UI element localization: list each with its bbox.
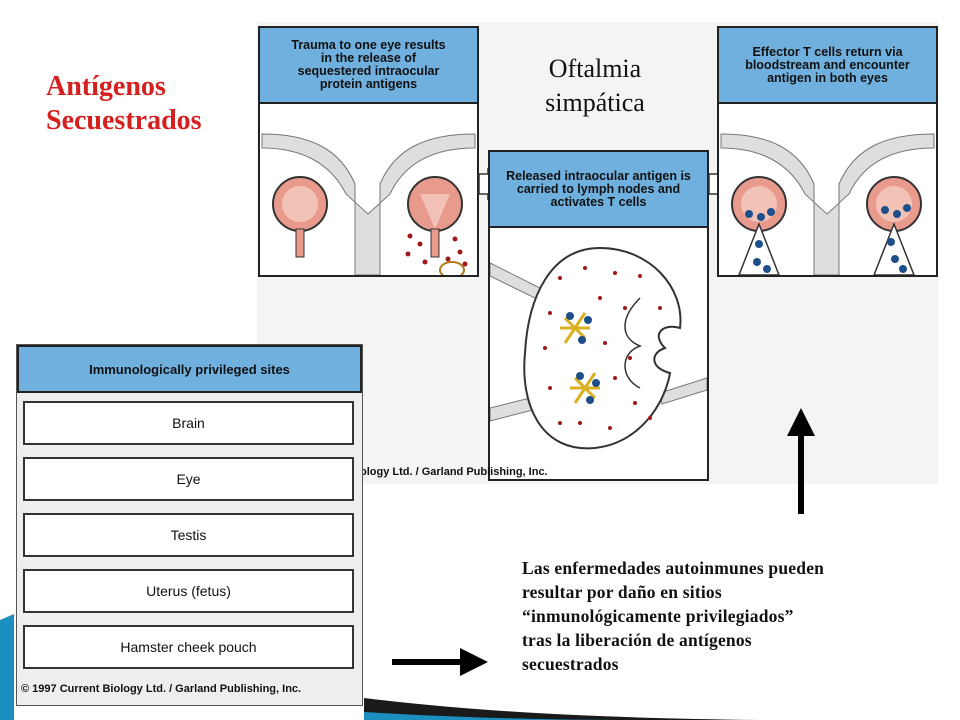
site-row-hamster-cheek-pouch: Hamster cheek pouch bbox=[23, 625, 354, 669]
subtitle-line-2: simpática bbox=[545, 88, 645, 117]
caption-line-4: tras la liberación de antígenos bbox=[522, 630, 752, 650]
lymph-node-illustration bbox=[490, 246, 707, 450]
dendritic-cell-icon bbox=[439, 261, 465, 275]
site-row-eye: Eye bbox=[23, 457, 354, 501]
privileged-sites-figure: Immunologically privileged sites Brain E… bbox=[16, 344, 363, 706]
caption-line-2: resultar por daño en sitios bbox=[522, 582, 722, 602]
effector-eyes-illustration bbox=[720, 133, 935, 275]
subtitle-line-1: Oftalmia bbox=[548, 54, 642, 83]
activated-tcell-cluster-icon bbox=[560, 312, 600, 404]
lymph-node-icon bbox=[523, 246, 682, 450]
panel-effector-tcells: Effector T cells return via bloodstream … bbox=[717, 26, 938, 277]
site-row-brain: Brain bbox=[23, 401, 354, 445]
right-arrow-icon bbox=[392, 648, 488, 676]
caption-line-3: “inmunológicamente privilegiados” bbox=[522, 606, 794, 626]
trauma-eyes-illustration bbox=[261, 133, 476, 275]
caption-line-5: secuestrados bbox=[522, 654, 619, 674]
title-line-1: Antígenos bbox=[46, 71, 166, 102]
privileged-sites-copyright: © 1997 Current Biology Ltd. / Garland Pu… bbox=[21, 683, 302, 695]
panel-trauma: Trauma to one eye results in the release… bbox=[258, 26, 479, 277]
up-arrow-icon bbox=[787, 408, 815, 514]
panel-lymph-node: Released intraocular antigen is carried … bbox=[488, 150, 709, 481]
slide-title: Antígenos Secuestrados bbox=[46, 70, 202, 138]
decorative-swoosh bbox=[0, 614, 760, 720]
figure-top-copyright: ology Ltd. / Garland Publishing, Inc. bbox=[360, 466, 548, 478]
panel-effector-tcells-header: Effector T cells return via bloodstream … bbox=[717, 26, 938, 104]
slide-caption: Las enfermedades autoinmunes pueden resu… bbox=[522, 556, 942, 676]
site-row-uterus: Uterus (fetus) bbox=[23, 569, 354, 613]
slide-subtitle: Oftalmia simpática bbox=[520, 52, 670, 120]
caption-line-1: Las enfermedades autoinmunes pueden bbox=[522, 558, 825, 578]
panel-lymph-node-header: Released intraocular antigen is carried … bbox=[488, 150, 709, 228]
title-line-2: Secuestrados bbox=[46, 105, 202, 136]
privileged-sites-header: Immunologically privileged sites bbox=[17, 345, 362, 393]
panel-trauma-header: Trauma to one eye results in the release… bbox=[258, 26, 479, 104]
site-row-testis: Testis bbox=[23, 513, 354, 557]
